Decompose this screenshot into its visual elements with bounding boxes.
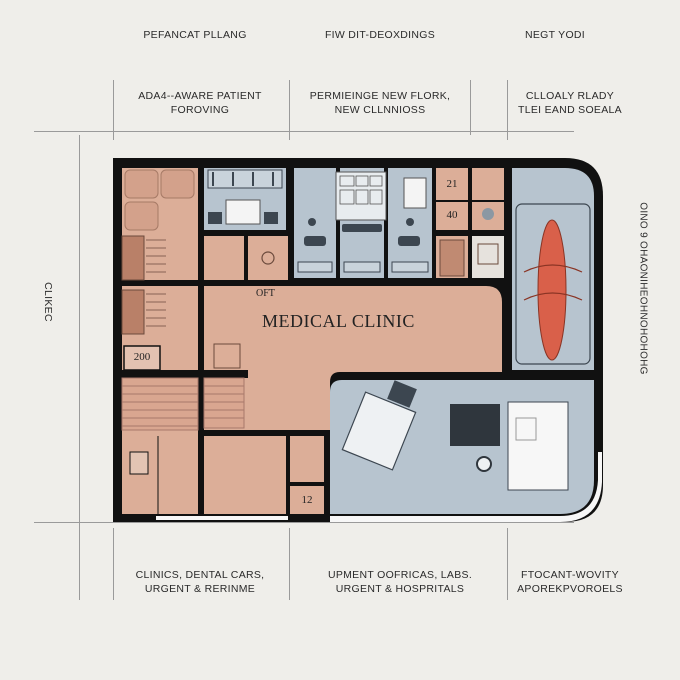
tag-oft: OFT	[256, 288, 275, 299]
guide-line-vertical	[289, 80, 290, 140]
subheader-1-line1: ADA4--AWARE PATIENT	[138, 90, 262, 102]
subheader-1-line2: FOROVING	[170, 104, 230, 116]
guide-line-horizontal	[34, 131, 574, 132]
room-200-box	[123, 345, 161, 371]
seat	[160, 169, 195, 199]
desk	[213, 343, 241, 369]
guide-line-vertical	[113, 80, 114, 140]
guide-line-horizontal	[34, 522, 574, 523]
guide-line-vertical	[507, 528, 508, 600]
shelf-lines	[146, 239, 166, 327]
subheader-2-line2: NEW CLLNNIOSS	[334, 104, 426, 116]
room-bottom-c	[290, 436, 324, 482]
guide-line-vertical	[470, 80, 471, 135]
footer-2-line1: UPMENT OOFRICAS, LABS.	[327, 569, 473, 581]
reception-desk	[225, 199, 261, 225]
header-label-1: PEFANCAT PLLANG	[143, 29, 247, 41]
room-small-b	[248, 236, 288, 280]
equipment-console	[450, 404, 500, 446]
scanner-bed-icon	[537, 219, 567, 361]
room-bottom-b	[204, 436, 286, 514]
room-12	[290, 486, 324, 514]
stool-icons	[304, 218, 420, 246]
room-label-200: 200	[133, 351, 151, 363]
room-corridor-a	[204, 286, 248, 370]
guide-line-vertical	[289, 528, 290, 600]
room-tr	[472, 168, 504, 200]
plan-title: MEDICAL CLINIC	[262, 311, 415, 331]
subheader-3-line2: TLEI EAND SOEALA	[517, 104, 622, 116]
room-label-21: 21	[446, 178, 458, 190]
room-sink	[472, 236, 504, 278]
guide-line-vertical	[113, 528, 114, 600]
seat	[124, 169, 159, 199]
subheader-2-line1: PERMIEINGE NEW FLORK,	[309, 90, 451, 102]
room-bottom-a	[122, 436, 198, 514]
cabinet-left-2	[121, 289, 145, 335]
subheader-3-line1: CLLOALY RLADY	[525, 90, 615, 102]
panel-white	[403, 177, 427, 209]
header-label-3: NEGT YODI	[524, 29, 586, 41]
footer-3-line1: FTOCANT-WOVITY	[521, 569, 619, 581]
exam-cabinet	[335, 171, 387, 221]
lamp-icon	[261, 251, 275, 265]
room-label-40: 40	[446, 209, 458, 221]
stairs-right	[203, 377, 245, 429]
footer-2-line2: URGENT & HOSPRITALS	[335, 583, 465, 595]
seat	[124, 201, 159, 231]
room-21	[436, 168, 468, 200]
footer-3-line2: APOREKPVOROELS	[517, 583, 623, 595]
room-40	[436, 202, 468, 230]
footer-1-line2: URGENT & RERINME	[144, 583, 256, 595]
room-label-12: 12	[301, 494, 313, 506]
guide-line-vertical	[507, 80, 508, 140]
procedure-table	[341, 391, 417, 471]
stairs-left	[121, 377, 199, 431]
chairs-row	[207, 169, 283, 189]
cabinet-icon	[129, 451, 149, 475]
cabinet-white	[507, 401, 569, 491]
room-small-a	[204, 236, 244, 280]
cabinet-left-1	[121, 235, 145, 281]
stool-icon	[476, 456, 492, 472]
bench-icons	[297, 261, 429, 273]
lobby	[248, 286, 502, 430]
plant-icon	[482, 208, 494, 220]
guide-line-vertical	[79, 135, 80, 600]
footer-1-line1: CLINICS, DENTAL CARS,	[135, 569, 265, 581]
header-label-2: FIW DIT-DEOXDINGS	[324, 29, 436, 41]
